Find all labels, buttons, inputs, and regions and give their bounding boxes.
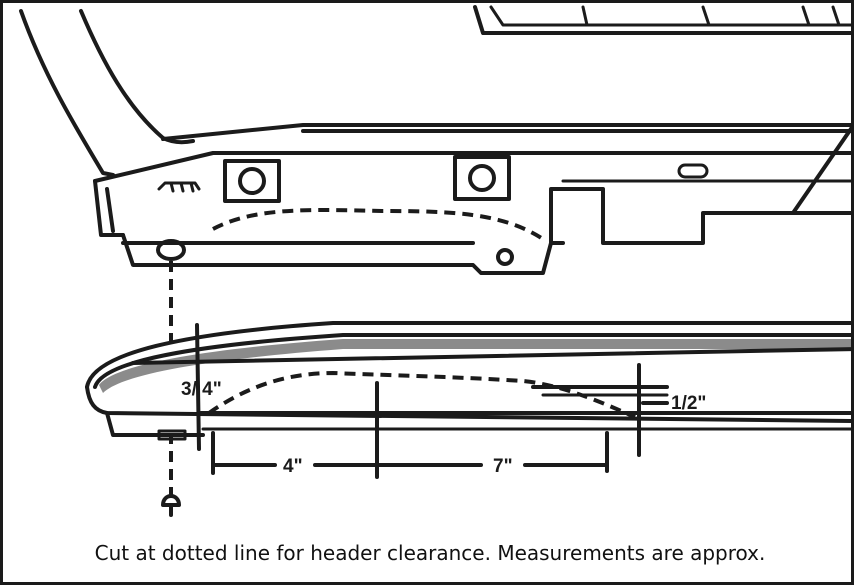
dim-length-4-label: 4": [283, 456, 303, 477]
bumper-band-lower-line: [131, 347, 851, 365]
grille-bottom: [473, 5, 851, 35]
dim-gap-left-label: 3/ 4": [181, 379, 222, 400]
upper-top-edge: [161, 123, 851, 141]
lower-bumper-section: 3/ 4" 1/2" 4" 7": [85, 321, 851, 517]
dim-gap-right-label: 1/2": [671, 393, 706, 414]
upper-mount-hole-right: [496, 248, 514, 266]
bumper-top-edge: [85, 321, 851, 389]
upper-slot: [677, 163, 709, 179]
lower-bracket: [157, 429, 187, 441]
upper-dotted-cut-line: [212, 208, 545, 241]
screw-head-icon: [161, 494, 181, 507]
upper-bolt-right-icon: [468, 164, 496, 192]
upper-mount-hole-left: [156, 239, 186, 261]
bumper-diagram: 3/ 4" 1/2" 4" 7": [19, 5, 851, 517]
grille-inner: [489, 5, 851, 27]
upper-notch: [549, 125, 851, 245]
upper-front-face: [93, 179, 125, 237]
grille-bars: [581, 5, 841, 27]
upper-left-panel-outer: [19, 9, 115, 177]
dim-length-7-label: 7": [493, 456, 513, 477]
upper-bolt-box-left: [223, 159, 281, 203]
upper-front-line: [93, 151, 851, 183]
upper-bracket-claws: [157, 181, 201, 193]
bumper-top-edge-inner: [93, 333, 851, 389]
upper-bolt-left-icon: [238, 167, 266, 195]
bumper-textured-band: [99, 339, 851, 393]
upper-front-face-inner: [105, 187, 115, 233]
upper-bolt-box-right: [453, 155, 511, 201]
diagram-caption: Cut at dotted line for header clearance.…: [94, 541, 766, 565]
lower-dotted-cut-line: [207, 370, 636, 419]
upper-left-panel-inner: [79, 9, 195, 145]
upper-body-section: [19, 5, 851, 275]
bumper-bottom-lip: [105, 411, 205, 437]
bumper-left-mark: [195, 323, 201, 451]
